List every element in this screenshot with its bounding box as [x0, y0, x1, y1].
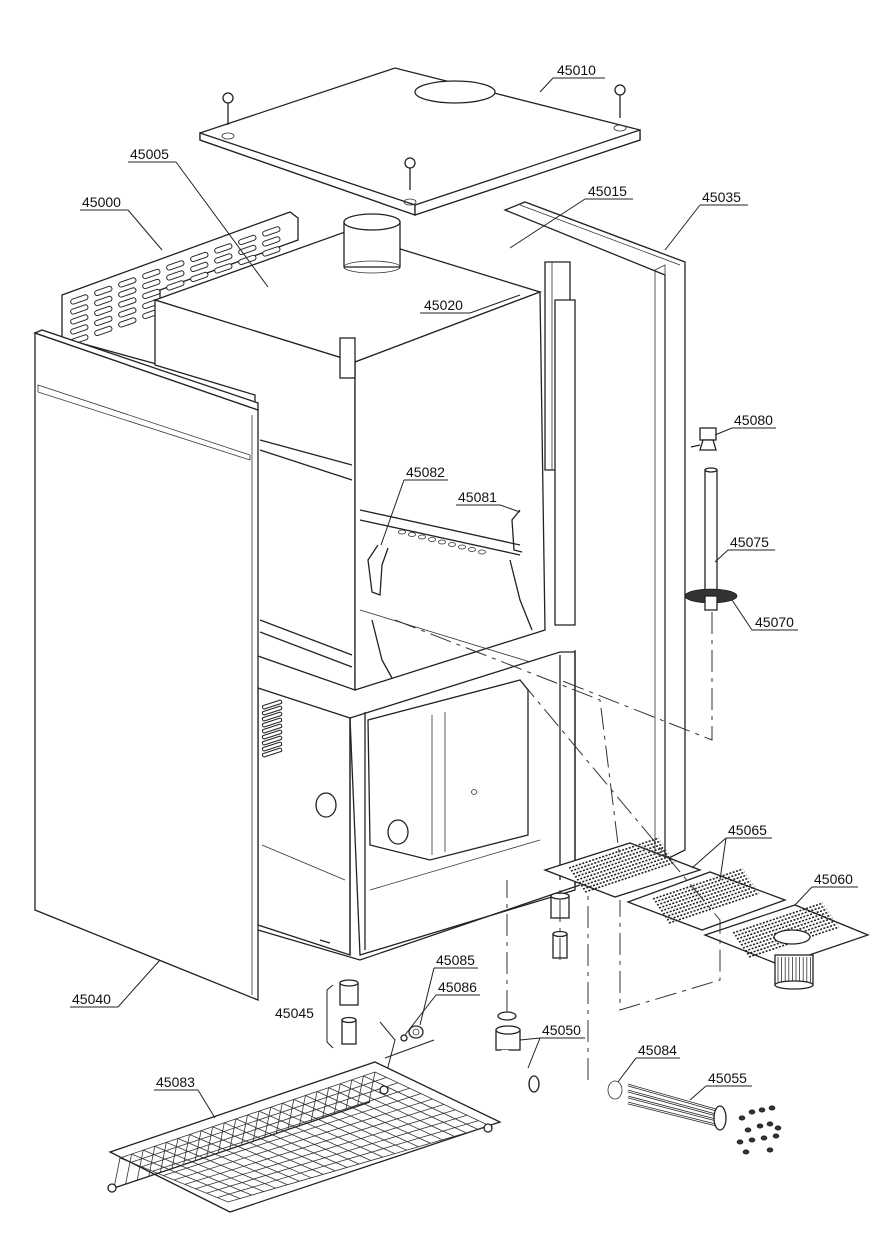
small-fittings — [379, 1021, 435, 1091]
label-45000: 45000 — [82, 194, 121, 210]
top-cover-panel — [199, 67, 641, 216]
label-45050: 45050 — [542, 1022, 581, 1038]
cover-screws — [222, 84, 626, 190]
leg-feet — [326, 892, 570, 1049]
label-45070: 45070 — [755, 614, 794, 630]
tube-assembly — [684, 427, 738, 611]
back-vented-panel — [61, 211, 299, 366]
lower-frame — [257, 650, 581, 961]
label-45040: 45040 — [72, 991, 111, 1007]
label-45081: 45081 — [458, 489, 497, 505]
heater-element — [607, 1080, 782, 1155]
label-45080: 45080 — [734, 412, 773, 428]
label-45015: 45015 — [588, 183, 627, 199]
label-45082: 45082 — [406, 464, 445, 480]
side-rails — [339, 261, 576, 626]
label-45045: 45045 — [275, 1005, 314, 1021]
part-labels: 45010 45015 45035 45005 45000 45020 4508… — [72, 62, 853, 1090]
label-45055: 45055 — [708, 1070, 747, 1086]
label-45086: 45086 — [438, 979, 477, 995]
label-45085: 45085 — [436, 952, 475, 968]
front-door-panel — [33, 329, 259, 1001]
filter-plates — [543, 837, 870, 990]
label-45084: 45084 — [638, 1042, 677, 1058]
label-45065: 45065 — [728, 822, 767, 838]
label-45083: 45083 — [156, 1074, 195, 1090]
label-45010: 45010 — [557, 62, 596, 78]
label-45075: 45075 — [730, 534, 769, 550]
label-45060: 45060 — [814, 871, 853, 887]
label-45020: 45020 — [424, 297, 463, 313]
label-45035: 45035 — [702, 189, 741, 205]
label-45005: 45005 — [130, 146, 169, 162]
wire-basket — [107, 1061, 502, 1213]
drain-elbow — [495, 1011, 540, 1093]
assembly-dash-lines — [394, 612, 721, 1080]
leader-lines — [70, 77, 858, 1119]
cabinet-body — [152, 213, 546, 691]
